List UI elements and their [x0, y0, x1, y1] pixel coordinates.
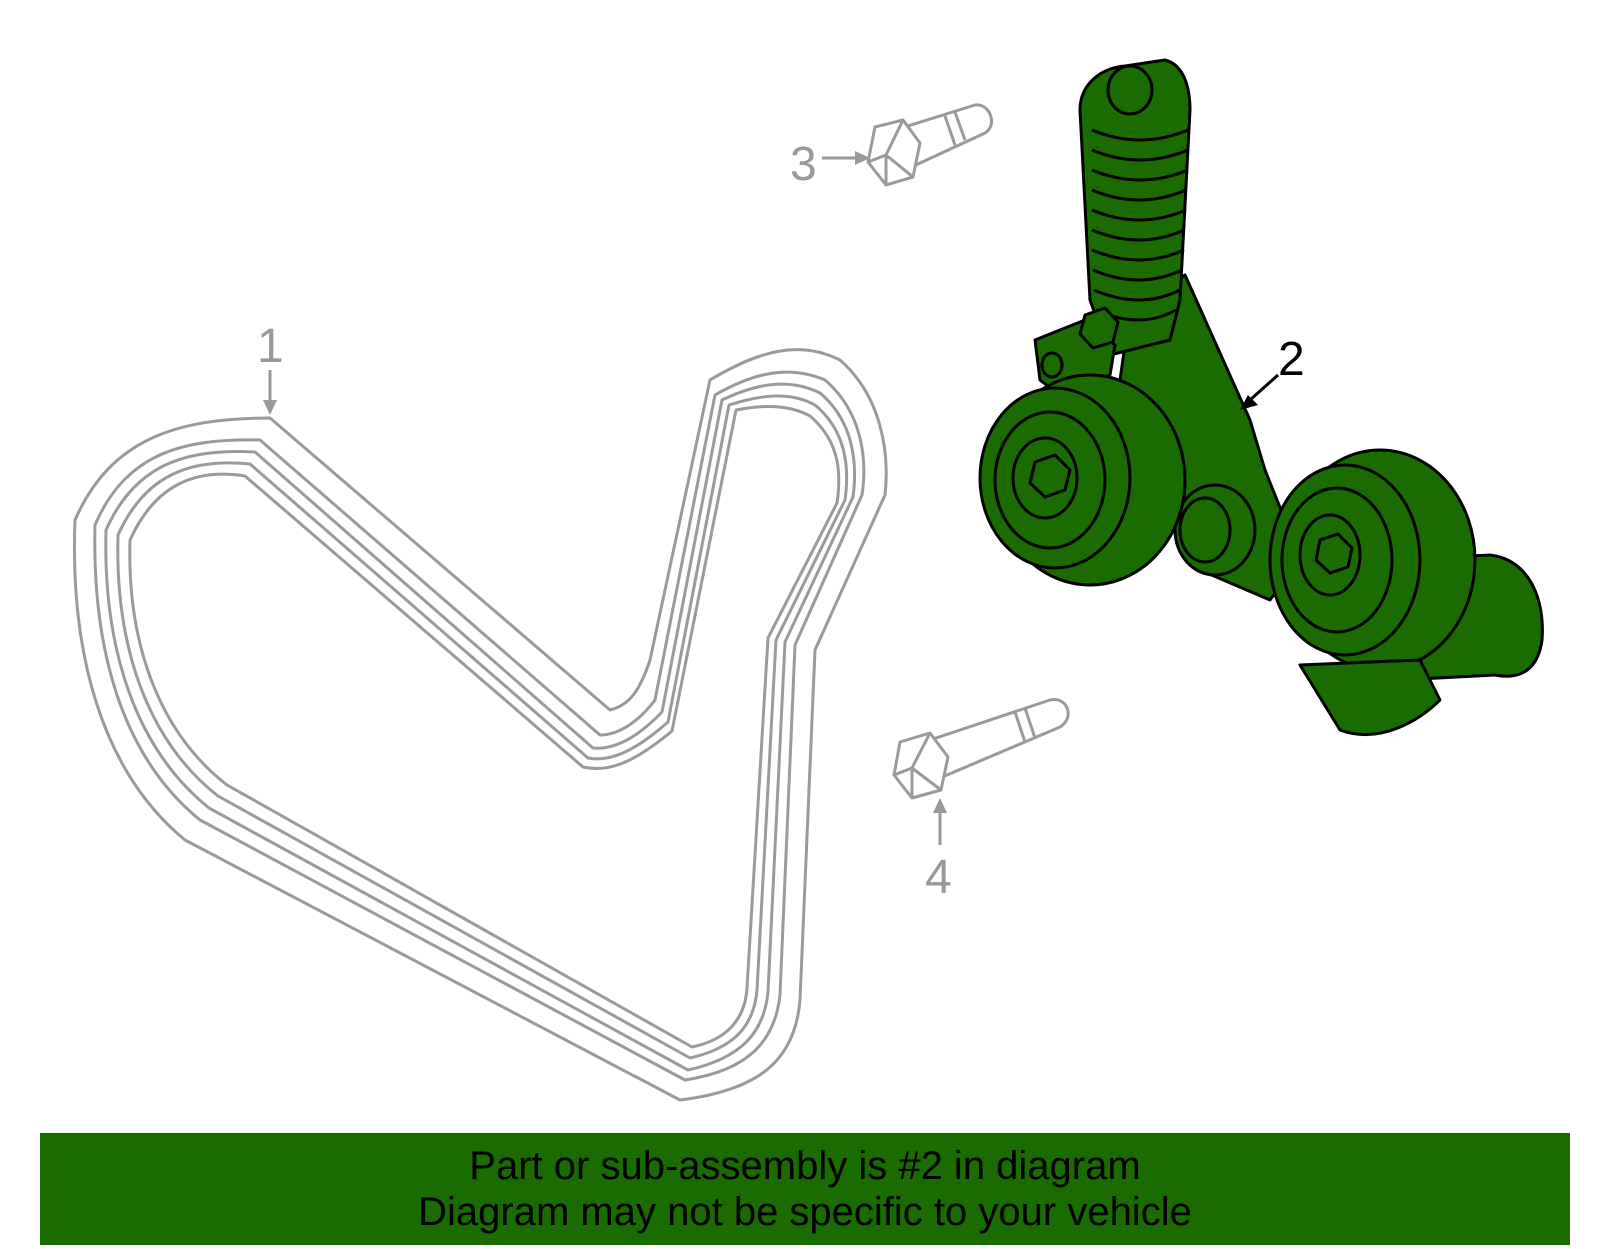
callout-label-1: 1 — [257, 320, 284, 373]
callout-upper-bolt: 3 — [790, 138, 870, 191]
banner-line-disclaimer: Diagram may not be specific to your vehi… — [418, 1190, 1192, 1234]
callout-belt: 1 — [257, 320, 284, 415]
banner-line-part: Part or sub-assembly is #2 in diagram — [469, 1144, 1141, 1188]
info-banner: Part or sub-assembly is #2 in diagram Di… — [40, 1133, 1570, 1245]
callout-tensioner: 2 — [1240, 333, 1305, 410]
belt-tensioner-assembly[interactable] — [978, 58, 1544, 736]
callout-label-2: 2 — [1278, 333, 1305, 386]
serpentine-belt[interactable] — [73, 348, 888, 1102]
callout-label-3: 3 — [790, 138, 817, 191]
callout-lower-bolt: 4 — [925, 798, 952, 904]
lower-bolt[interactable] — [892, 698, 1070, 800]
upper-bolt[interactable] — [866, 103, 993, 187]
callout-label-4: 4 — [925, 851, 952, 904]
